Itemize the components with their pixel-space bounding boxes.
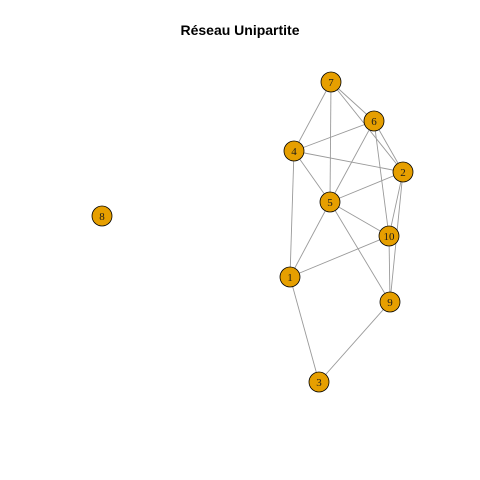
node-9: 9 xyxy=(379,291,401,313)
edge-4-2 xyxy=(293,150,404,173)
edge-9-3 xyxy=(318,301,391,383)
node-2: 2 xyxy=(392,161,414,183)
node-label-5: 5 xyxy=(327,197,333,209)
node-6: 6 xyxy=(363,110,385,132)
nodes-layer: 1 2 3 4 5 6 7 8 9 10 xyxy=(91,71,414,393)
edge-10-9 xyxy=(388,235,391,303)
edge-7-5 xyxy=(329,81,332,203)
node-circle-9 xyxy=(379,291,401,313)
node-label-9: 9 xyxy=(387,297,393,309)
edge-5-10 xyxy=(329,201,390,237)
node-5: 5 xyxy=(319,191,341,213)
edge-6-5 xyxy=(329,120,375,203)
node-circle-8 xyxy=(91,205,113,227)
edge-6-10 xyxy=(373,120,390,237)
node-label-8: 8 xyxy=(99,211,105,223)
node-8: 8 xyxy=(91,205,113,227)
node-circle-6 xyxy=(363,110,385,132)
node-circle-3 xyxy=(308,371,330,393)
node-circle-4 xyxy=(283,140,305,162)
edge-2-5 xyxy=(329,171,404,203)
node-circle-7 xyxy=(320,71,342,93)
edge-10-1 xyxy=(289,235,390,278)
edge-7-4 xyxy=(293,81,332,152)
node-circle-5 xyxy=(319,191,341,213)
node-circle-10 xyxy=(378,225,400,247)
node-4: 4 xyxy=(283,140,305,162)
node-label-4: 4 xyxy=(291,146,297,158)
edge-5-9 xyxy=(329,201,391,303)
node-label-2: 2 xyxy=(400,167,406,179)
edge-6-4 xyxy=(293,120,375,152)
node-label-7: 7 xyxy=(328,77,334,89)
node-label-3: 3 xyxy=(316,377,322,389)
node-circle-2 xyxy=(392,161,414,183)
edge-1-3 xyxy=(289,276,320,383)
graph-title: Réseau Unipartite xyxy=(180,22,300,38)
edge-5-1 xyxy=(289,201,331,278)
node-10: 10 xyxy=(378,225,400,247)
node-3: 3 xyxy=(308,371,330,393)
edge-4-5 xyxy=(293,150,331,203)
node-label-10: 10 xyxy=(384,231,396,243)
node-circle-1 xyxy=(279,266,301,288)
node-1: 1 xyxy=(279,266,301,288)
edge-2-10 xyxy=(388,171,404,237)
node-label-6: 6 xyxy=(371,116,377,128)
edge-4-1 xyxy=(289,150,295,278)
node-7: 7 xyxy=(320,71,342,93)
node-label-1: 1 xyxy=(287,272,293,284)
